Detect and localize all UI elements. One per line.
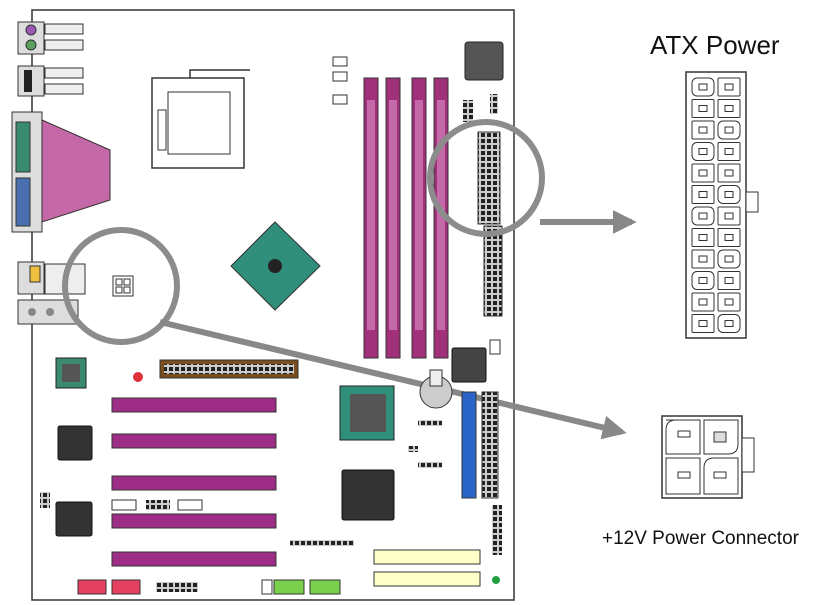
usb-header-red	[78, 580, 106, 594]
atx-pin-contact	[699, 235, 707, 241]
jumper-header	[418, 462, 442, 468]
atx-12v-4pin-icon	[662, 416, 754, 498]
fan-header	[490, 340, 500, 354]
audio-chip	[56, 502, 92, 536]
com-port-icon	[16, 178, 30, 226]
super-io-chip	[342, 470, 394, 520]
atx-pin-contact	[725, 127, 733, 133]
atx-12v-onboard	[113, 276, 133, 296]
cd-in-header	[112, 500, 136, 510]
jumper-header	[146, 500, 170, 510]
jumper-header	[492, 505, 502, 555]
jumper-header	[490, 94, 498, 114]
plus12v-connector-label: +12V Power Connector	[602, 528, 799, 550]
jumper-header	[40, 492, 50, 508]
fan-header	[333, 57, 347, 66]
status-led	[133, 372, 143, 382]
atx-pin-contact	[699, 149, 707, 155]
jumper-header	[290, 540, 354, 546]
jumper-header	[408, 446, 418, 452]
atx-pin-contact	[699, 127, 707, 133]
atx-pin-contact	[699, 278, 707, 284]
atx-24pin-onboard	[478, 132, 500, 224]
atx-pin-contact	[699, 321, 707, 327]
bios-chip	[465, 42, 503, 80]
ide-secondary	[482, 392, 498, 498]
cpu-socket-icon	[152, 70, 250, 168]
atx-pin-contact	[699, 106, 707, 112]
fan-header	[333, 72, 347, 81]
atx-pin-contact	[725, 278, 733, 284]
header-green	[310, 580, 340, 594]
atx-pin-contact	[725, 235, 733, 241]
atx-pin-contact	[725, 170, 733, 176]
atx-pin-contact	[725, 321, 733, 327]
lan-chip	[452, 348, 486, 382]
atx-pin-contact	[699, 192, 707, 198]
usb-header-red	[112, 580, 140, 594]
atx-pin-contact	[725, 256, 733, 262]
fan-header	[333, 95, 347, 104]
ide-primary-blue	[462, 392, 476, 498]
jumper-header	[156, 582, 198, 592]
atx-pin-contact	[725, 106, 733, 112]
fan-header	[262, 580, 272, 594]
atx-pin-contact	[725, 149, 733, 155]
jumper-header	[463, 100, 473, 122]
atx-pin-contact	[699, 84, 707, 90]
atx-24pin-icon	[686, 72, 758, 338]
atx-pin-contact	[725, 213, 733, 219]
floppy-connector	[484, 226, 502, 316]
atx-pin-contact	[699, 170, 707, 176]
aux-header	[178, 500, 202, 510]
atx-pin-contact	[699, 256, 707, 262]
io-chip	[58, 426, 92, 460]
jumper-header	[418, 420, 442, 426]
ide-slot-yellow	[374, 572, 480, 586]
atx-pin-contact	[725, 192, 733, 198]
power-led	[492, 576, 500, 584]
atx-power-label: ATX Power	[650, 30, 780, 61]
atx-pin-contact	[725, 299, 733, 305]
atx-pin-contact	[725, 84, 733, 90]
atx-pin-contact	[699, 213, 707, 219]
ide-slot-yellow	[374, 550, 480, 564]
atx-pin-contact	[699, 299, 707, 305]
header-green	[274, 580, 304, 594]
